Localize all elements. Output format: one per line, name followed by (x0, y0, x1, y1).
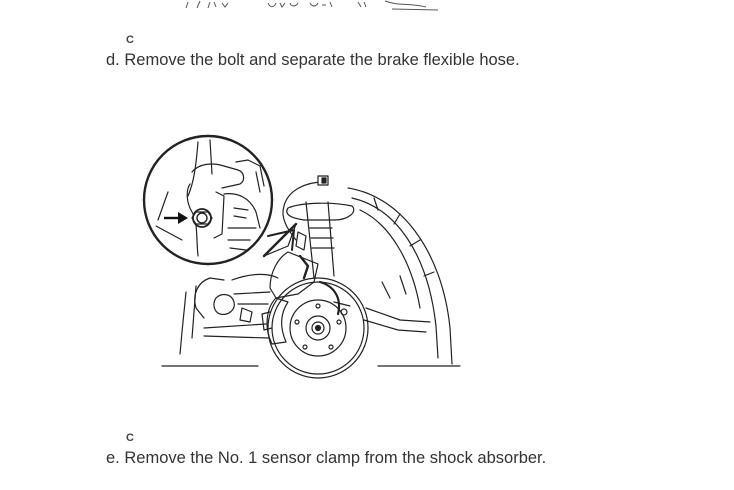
bolt (192, 208, 212, 228)
arrow-right-icon (164, 212, 188, 224)
previous-illustration-fragment (185, 0, 439, 11)
magnified-view (142, 134, 274, 266)
brake-hose-illustration (142, 134, 461, 379)
step-e-text: Remove the No. 1 sensor clamp from the s… (124, 449, 547, 467)
step-d-letter: d. (106, 51, 120, 69)
shock-absorber (305, 201, 335, 279)
callout-pointer (263, 223, 297, 257)
wheel-arch (347, 187, 453, 365)
brake-caliper (266, 297, 289, 345)
step-e-letter: e. (106, 449, 120, 467)
step-d-marker: C (126, 34, 134, 46)
brake-disc (267, 277, 369, 379)
step-d-text: Remove the bolt and separate the brake f… (124, 51, 520, 69)
step-e-instruction: e. Remove the No. 1 sensor clamp from th… (106, 449, 546, 468)
step-e-marker: C (126, 432, 134, 444)
step-d-instruction: d. Remove the bolt and separate the brak… (106, 51, 520, 70)
